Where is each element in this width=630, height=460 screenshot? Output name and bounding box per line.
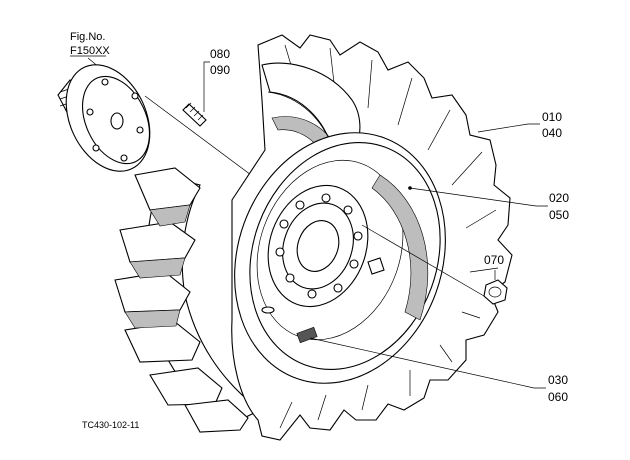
ref-010[interactable]: 010 — [542, 110, 562, 124]
ref-050[interactable]: 050 — [549, 208, 569, 222]
ref-070[interactable]: 070 — [484, 253, 504, 267]
fig-label: Fig.No. — [70, 31, 105, 43]
stud-bolt — [182, 102, 207, 127]
balance-weight — [296, 326, 318, 344]
leader-lines — [203, 61, 548, 389]
callout-020-050[interactable]: 020 050 — [549, 191, 569, 222]
callout-010-040[interactable]: 010 040 — [542, 110, 562, 140]
callout-080-090[interactable]: 080 090 — [210, 47, 230, 77]
ref-030[interactable]: 030 — [548, 373, 568, 387]
drawing-code: TC430-102-11 — [82, 420, 139, 430]
fig-number[interactable]: F150XX — [70, 45, 110, 57]
hub-flange — [57, 64, 151, 172]
ref-020[interactable]: 020 — [549, 191, 569, 205]
ref-080[interactable]: 080 — [210, 47, 230, 61]
ref-040[interactable]: 040 — [542, 126, 562, 140]
tire-back-side — [114, 167, 262, 433]
ref-060[interactable]: 060 — [548, 390, 568, 404]
wheel-rim — [234, 132, 446, 384]
callout-070[interactable]: 070 — [484, 253, 504, 267]
ref-090[interactable]: 090 — [210, 63, 230, 77]
callout-030-060[interactable]: 030 060 — [548, 373, 568, 404]
